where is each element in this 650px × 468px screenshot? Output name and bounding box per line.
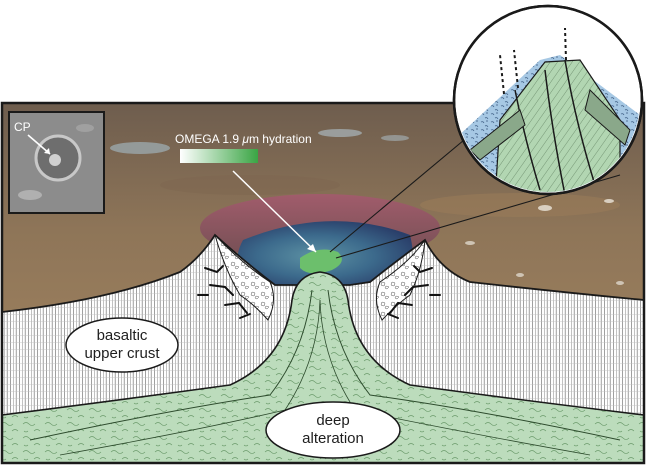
- omega-legend: OMEGA 1.9 μm hydration: [175, 132, 317, 253]
- fracture-veins: [197, 265, 441, 319]
- cp-label: CP: [14, 120, 31, 134]
- deep-alteration-zone: [1, 271, 645, 464]
- diagram-frame: [0, 101, 646, 465]
- central-peak-inset: [452, 4, 644, 196]
- breccia-zone: [214, 234, 426, 321]
- upper-crust-label-line2: upper crust: [84, 345, 160, 362]
- upper-crust-label-line1: basaltic: [97, 327, 148, 344]
- white-arrow-icon: [232, 170, 317, 253]
- omega-label-prefix: OMEGA 1.9: [175, 132, 242, 146]
- upper-crust-label: basaltic upper crust: [65, 317, 179, 373]
- omega-label-mu: μ: [241, 132, 249, 146]
- deep-alteration-label: deep alteration: [265, 401, 401, 459]
- central-peak-photo: CP: [8, 111, 105, 214]
- hydration-gradient-bar: [180, 149, 258, 163]
- deep-alteration-label-line1: deep: [316, 412, 349, 429]
- omega-label-suffix: m hydration: [249, 132, 312, 146]
- crater-floor: [236, 221, 413, 285]
- deep-alteration-label-line2: alteration: [302, 430, 364, 447]
- omega-label: OMEGA 1.9 μm hydration: [175, 132, 312, 146]
